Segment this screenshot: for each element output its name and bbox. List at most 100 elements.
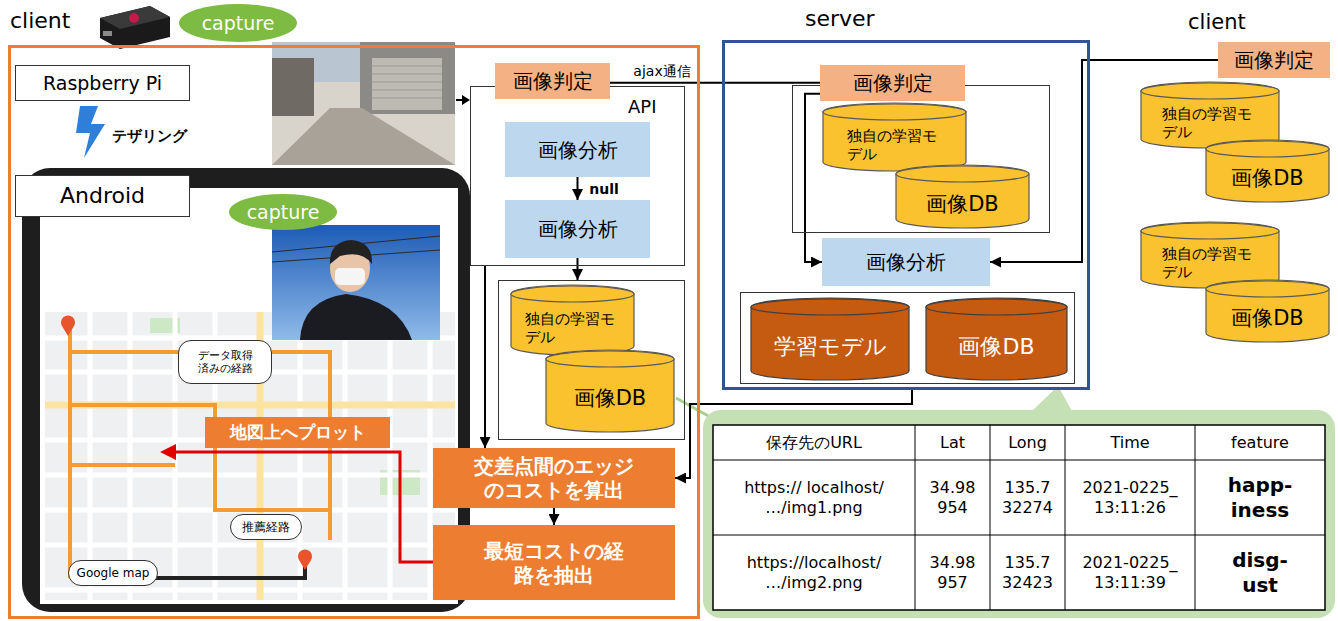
device-case <box>100 6 170 49</box>
heading-text: server <box>805 6 875 32</box>
cylinder-top <box>1141 223 1279 239</box>
node-text: 画像DB <box>1231 166 1304 191</box>
node-text: 画像DB <box>958 334 1034 360</box>
person-hair <box>330 240 372 264</box>
process-box: 最短コストの経 路を抽出 <box>433 525 675 600</box>
table-cell: 34.98 954 <box>922 462 984 533</box>
cylinder-top <box>926 299 1067 315</box>
node-text: 画像分析 <box>538 217 618 241</box>
node-text: 画像分析 <box>866 250 946 274</box>
photo-house <box>272 58 314 116</box>
text-area: 独自の学習モ デル <box>510 285 635 355</box>
text-area: Google map <box>69 561 157 585</box>
flow-connector <box>484 266 486 448</box>
node-text: Google map <box>77 566 150 580</box>
panel-ground <box>703 410 1335 618</box>
node-text: 画像判定 <box>513 69 593 93</box>
photo-ground <box>272 42 455 165</box>
record-panel <box>676 386 1335 618</box>
cylinder-top <box>751 299 909 315</box>
text-area: 画像DB <box>895 165 1030 228</box>
annotation: client <box>1188 8 1268 36</box>
phone-body <box>22 168 470 612</box>
shutter-lines <box>372 66 442 98</box>
raspberry-logo <box>129 13 139 23</box>
database-cylinder: 独自の学習モ デル <box>1140 82 1280 148</box>
table-cell: 2021-0225_ 13:11:26 <box>1070 462 1190 533</box>
ellipse-fill <box>179 4 297 42</box>
map-pin <box>298 549 312 570</box>
node-text: 画像判定 <box>1234 48 1314 72</box>
text-area: 画像判定 <box>820 65 965 101</box>
process-box: 交差点間のエッジ のコストを算出 <box>433 448 675 508</box>
database-cylinder: 画像DB <box>925 298 1068 380</box>
node-text: 学習モデル <box>774 334 887 360</box>
node-text: データ取得 済みの経路 <box>184 349 266 375</box>
phone-screen <box>40 188 458 604</box>
judge-box: 画像判定 <box>1218 42 1330 78</box>
table-frame <box>713 425 1325 610</box>
judge-box: 画像判定 <box>820 65 965 101</box>
database-cylinder: 学習モデル <box>750 298 910 380</box>
table-cell: 34.98 957 <box>922 537 984 608</box>
device-port <box>103 31 112 36</box>
text-area: 推薦経路 <box>231 515 301 539</box>
edge-label: ajax通信 <box>630 63 693 80</box>
callout-bubble: 推薦経路 <box>230 514 302 540</box>
cylinder-top <box>511 286 634 302</box>
text-area: 画像DB <box>1205 280 1330 342</box>
storage-group: 独自の学習モ デル画像DB <box>792 85 1050 233</box>
photo-building <box>360 42 455 114</box>
database-cylinder: 画像DB <box>895 165 1030 228</box>
node-text: capture <box>247 201 320 224</box>
action-box: 地図上へプロット <box>205 417 390 448</box>
analysis-box: 画像分析 <box>505 200 650 258</box>
node-text: 独自の学習モ デル <box>847 127 943 163</box>
device-box: Android <box>15 175 190 217</box>
text-area: 画像DB <box>545 350 675 432</box>
text-area: 交差点間のエッジ のコストを算出 <box>433 448 675 508</box>
photo-sky <box>272 225 440 340</box>
cylinder-body <box>751 298 909 380</box>
analysis-box: 画像分析 <box>505 122 650 177</box>
table-cell: Time <box>1070 427 1190 458</box>
flow-connector <box>805 94 822 262</box>
text-area: capture <box>228 193 338 231</box>
node-text: 画像DB <box>926 192 999 217</box>
node-text: 独自の学習モ デル <box>525 310 621 346</box>
node-text: 画像DB <box>574 386 647 411</box>
map-pin <box>61 315 75 336</box>
capture-ellipse: capture <box>228 193 338 231</box>
table-cell: Lat <box>922 427 984 458</box>
edge-label: null <box>586 181 622 198</box>
text-area: 画像DB <box>1205 140 1330 202</box>
text-area: 独自の学習モ デル <box>822 103 967 171</box>
capture-ellipse: capture <box>178 3 298 43</box>
text-area: 画像分析 <box>505 122 650 177</box>
database-cylinder: 画像DB <box>545 350 675 432</box>
street-map <box>45 312 455 600</box>
text-area: 学習モデル <box>750 298 910 380</box>
database-cylinder: 画像DB <box>1205 140 1330 202</box>
user-photo <box>272 225 440 340</box>
text-area: 画像DB <box>925 298 1068 380</box>
street-photo <box>272 42 455 165</box>
table-cell: 135.7 32423 <box>997 537 1059 608</box>
map-streets <box>45 312 455 600</box>
cylinder-body <box>1141 222 1279 288</box>
table-grid <box>713 425 1325 610</box>
table-cell: https:// localhost/ …/img1.png <box>717 462 911 533</box>
node-text: capture <box>202 12 275 35</box>
text-area: Android <box>16 176 189 216</box>
judge-box: 画像判定 <box>495 63 610 99</box>
cylinder-top <box>1206 281 1329 297</box>
node-text: 独自の学習モ デル <box>1162 245 1258 281</box>
text-area: 画像判定 <box>1218 42 1330 78</box>
device-top <box>100 6 170 29</box>
map-ground <box>45 312 455 600</box>
cylinder-body <box>546 350 674 432</box>
node-text: 画像DB <box>1231 306 1304 331</box>
node-text: 画像判定 <box>853 71 933 95</box>
api-box: API画像分析画像分析 <box>470 86 685 266</box>
